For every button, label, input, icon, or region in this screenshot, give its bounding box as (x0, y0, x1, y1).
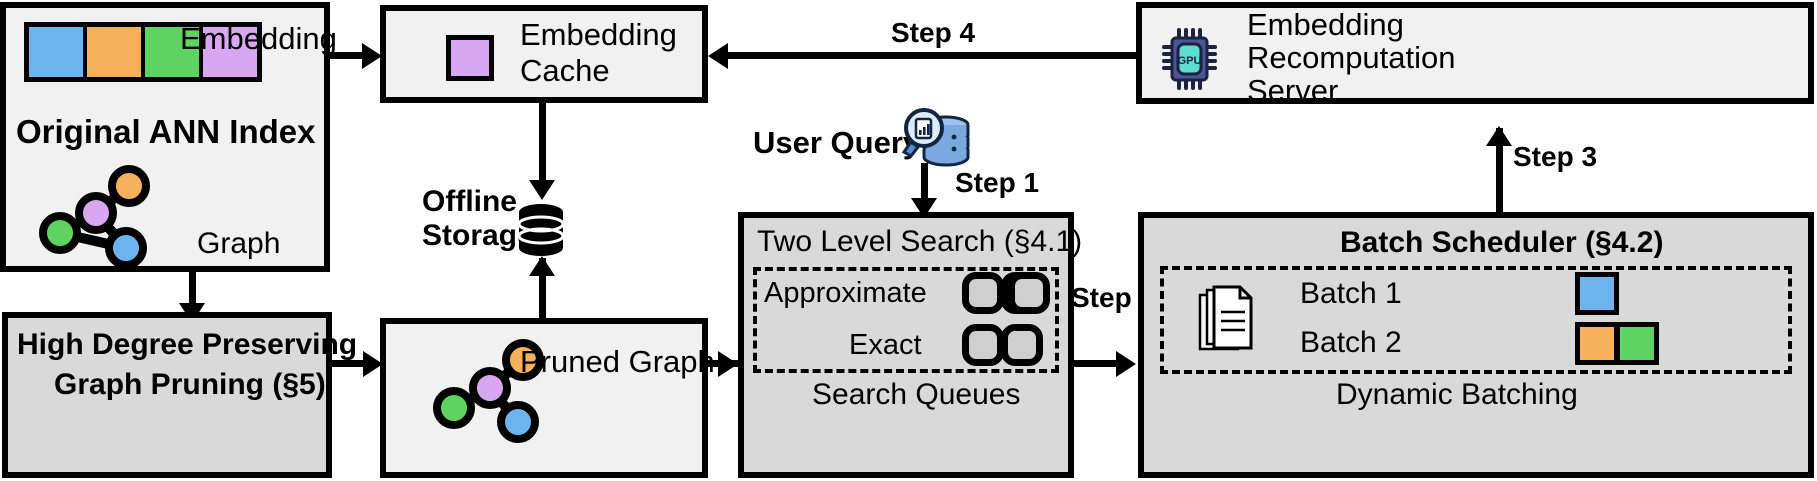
batch-2-label: Batch 2 (1300, 326, 1402, 359)
dynamic-batching-dashed-region (1160, 266, 1792, 374)
graph-label: Graph (197, 227, 281, 260)
exact-row-label: Exact (849, 329, 922, 361)
arrow-index-to-cache-line (330, 52, 366, 59)
purple-square-icon (446, 35, 494, 81)
batch-2-item-green (1615, 322, 1659, 365)
graph-pruning-label-line2: Graph Pruning (§5) (54, 368, 326, 401)
exact-queue-slot[interactable] (1001, 324, 1043, 366)
embedding-vector-icon (24, 22, 262, 82)
svg-text:GPU: GPU (1178, 55, 1202, 67)
batch-1-item-blue (1575, 272, 1619, 315)
arrow-index-to-cache-head (362, 43, 382, 69)
arrow-pruned-to-storage-head (529, 256, 555, 276)
step4-label: Step 4 (891, 17, 976, 48)
arrow-step1-line (921, 163, 928, 207)
arrow-step3-head (1486, 126, 1512, 146)
offline-storage-label-line1: Offline (422, 185, 517, 218)
arrow-pruning-to-pruned-head (363, 351, 383, 377)
graph-pruning-box (2, 312, 332, 478)
recompute-server-label-line2: Recomputation (1247, 40, 1456, 75)
embedding-label: Embedding (180, 21, 337, 56)
pruned-graph-icon (428, 339, 548, 443)
approximate-queue-slot[interactable] (1008, 272, 1050, 314)
search-queues-footer: Search Queues (812, 378, 1021, 411)
arrow-cache-to-storage-head (529, 180, 555, 200)
step1-label: Step 1 (955, 167, 1040, 198)
dynamic-batching-footer: Dynamic Batching (1336, 378, 1578, 411)
database-icon (517, 204, 565, 256)
arrow-step4-line (725, 52, 1140, 59)
search-queues-dashed-region (753, 267, 1059, 373)
recompute-server-label-line3: Server (1247, 73, 1339, 108)
arrow-pruned-to-search-head (718, 351, 738, 377)
offline-storage-label-line2: Storage (422, 219, 534, 252)
approximate-row-label: Approximate (764, 277, 927, 309)
arrow-cache-to-storage-line (539, 103, 546, 187)
embedding-cache-label-line2: Cache (520, 53, 610, 88)
pruned-graph-box (380, 318, 708, 478)
original-graph-icon (34, 165, 159, 269)
batch-scheduler-title: Batch Scheduler (§4.2) (1340, 226, 1664, 259)
arrow-index-to-pruning-line (189, 272, 196, 310)
arrow-pruning-to-pruned-line (332, 360, 368, 367)
arrow-step2-head (1116, 351, 1136, 377)
step3-label: Step 3 (1513, 141, 1598, 172)
user-query-label: User Query (753, 125, 921, 160)
recompute-server-box (1136, 2, 1814, 104)
arrow-pruned-to-storage-line (539, 258, 546, 320)
graph-pruning-label-line1: High Degree Preserving (17, 328, 358, 361)
arrow-step4-head (708, 43, 728, 69)
original-ann-index-title: Original ANN Index (16, 113, 316, 150)
arrow-step3-line (1496, 128, 1503, 214)
embedding-cache-label-line1: Embedding (520, 17, 677, 52)
batch-2-item-orange (1575, 322, 1619, 365)
exact-queue-slot[interactable] (962, 324, 1004, 366)
recompute-server-label-line1: Embedding (1247, 7, 1404, 42)
approximate-queue-slot[interactable] (962, 272, 1004, 314)
arrow-step2-line (1074, 360, 1122, 367)
two-level-search-title: Two Level Search (§4.1) (757, 225, 1083, 258)
gpu-chip-icon: GPU (1162, 28, 1220, 90)
pruned-graph-label: Pruned Graph (520, 344, 715, 379)
documents-icon (1196, 285, 1258, 355)
batch-1-label: Batch 1 (1300, 277, 1402, 310)
embedding-cache-box (380, 5, 708, 103)
search-database-icon (901, 107, 974, 171)
